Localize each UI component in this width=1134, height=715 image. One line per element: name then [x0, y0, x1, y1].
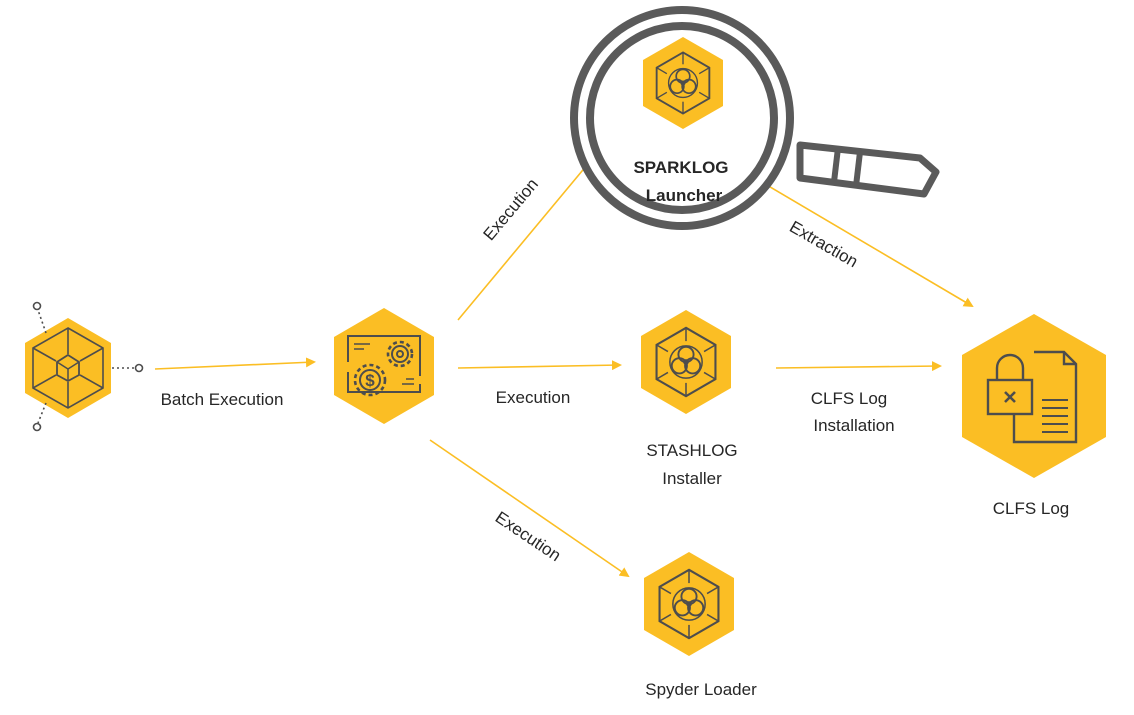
clfs-label: CLFS Log	[993, 499, 1070, 518]
arrow-execution-mid	[457, 360, 622, 371]
sparklog-node	[643, 37, 723, 129]
arrow-batch-execution	[154, 357, 316, 370]
stashlog-label-line1: STASHLOG	[646, 441, 737, 460]
arrow-clfs-install	[775, 361, 942, 372]
edge-label-batch-execution: Batch Execution	[161, 390, 284, 409]
svg-text:$: $	[365, 371, 375, 390]
arrow-execution-bottom	[429, 439, 630, 578]
magnifier-icon	[570, 6, 940, 230]
clfs-node	[962, 314, 1106, 478]
locked-document-icon	[986, 350, 1078, 444]
edge-label-execution-mid: Execution	[496, 388, 571, 407]
sparklog-label-line1: SPARKLOG	[633, 158, 728, 177]
spyder-node	[644, 552, 734, 656]
stashlog-node	[641, 310, 731, 414]
spyder-label: Spyder Loader	[645, 680, 757, 699]
sparklog-label-line2: Launcher	[646, 186, 723, 205]
edge-label-clfs-install-line1: CLFS Log	[811, 389, 888, 408]
cube-network-icon	[32, 301, 144, 432]
edge-label-execution-bottom: Execution	[492, 508, 565, 566]
edge-label-clfs-install-line2: Installation	[813, 416, 894, 435]
gears-dollar-icon: $	[347, 335, 421, 397]
batch-node: $	[334, 308, 434, 424]
arrow-extraction	[737, 167, 974, 308]
edge-label-execution-top: Execution	[480, 175, 543, 244]
edge-label-extraction: Extraction	[786, 217, 861, 271]
stashlog-label-line2: Installer	[662, 469, 722, 488]
source-node	[25, 301, 144, 432]
